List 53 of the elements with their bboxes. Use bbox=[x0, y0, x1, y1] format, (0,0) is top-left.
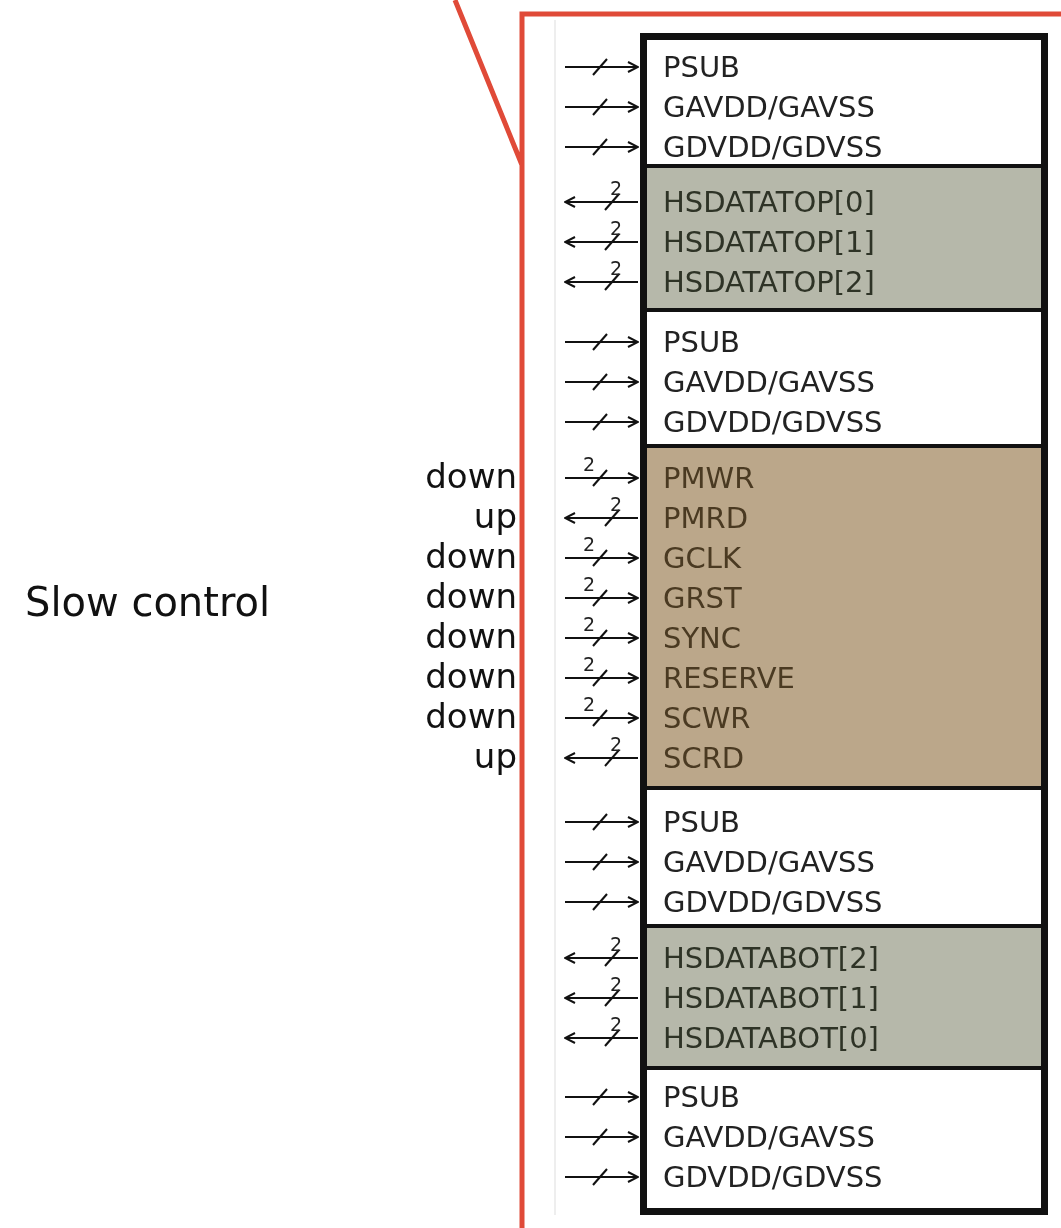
pin-name: PSUB bbox=[663, 49, 741, 85]
pin-name: HSDATATOP[2] bbox=[663, 264, 875, 300]
pin-name: SCWR bbox=[663, 700, 751, 736]
pin-name: GAVDD/GAVSS bbox=[663, 1119, 875, 1155]
bus-width-label: 2 bbox=[610, 934, 623, 954]
bus-width-label: 2 bbox=[610, 734, 623, 754]
pin-name: SYNC bbox=[663, 620, 742, 656]
pin-name: HSDATATOP[1] bbox=[663, 224, 875, 260]
pin-name: PSUB bbox=[663, 1079, 741, 1115]
signal-direction-label: down bbox=[425, 577, 517, 615]
pin-group-band bbox=[647, 928, 1041, 1070]
signal-direction-label: down bbox=[425, 537, 517, 575]
signal-direction-label: down bbox=[425, 457, 517, 495]
signal-direction-label: down bbox=[425, 657, 517, 695]
pin-name: GDVDD/GDVSS bbox=[663, 129, 883, 165]
bus-width-label: 2 bbox=[610, 494, 623, 514]
pin-name: HSDATABOT[2] bbox=[663, 940, 879, 976]
pin-name: HSDATATOP[0] bbox=[663, 184, 875, 220]
pin-name: GDVDD/GDVSS bbox=[663, 1159, 883, 1195]
chip-outline bbox=[640, 33, 1048, 1215]
pin-name: GCLK bbox=[663, 540, 741, 576]
pin-name: PSUB bbox=[663, 804, 741, 840]
pin-name: GDVDD/GDVSS bbox=[663, 884, 883, 920]
pin-name: RESERVE bbox=[663, 660, 795, 696]
bus-width-label: 2 bbox=[583, 614, 596, 634]
bus-width-label: 2 bbox=[610, 974, 623, 994]
bus-width-label: 2 bbox=[583, 454, 596, 474]
signal-direction-label: down bbox=[425, 617, 517, 655]
pin-name: GAVDD/GAVSS bbox=[663, 364, 875, 400]
pin-name: SCRD bbox=[663, 740, 745, 776]
signal-direction-label: up bbox=[473, 737, 517, 775]
pin-name: HSDATABOT[0] bbox=[663, 1020, 879, 1056]
bus-width-label: 2 bbox=[583, 574, 596, 594]
bus-width-label: 2 bbox=[583, 654, 596, 674]
pin-name: GAVDD/GAVSS bbox=[663, 89, 875, 125]
pin-name: GAVDD/GAVSS bbox=[663, 844, 875, 880]
pin-name: PMRD bbox=[663, 500, 748, 536]
signal-direction-label: up bbox=[473, 497, 517, 535]
bus-width-label: 2 bbox=[583, 694, 596, 714]
pin-group-band bbox=[647, 168, 1041, 312]
pin-name: GRST bbox=[663, 580, 742, 616]
pin-name: HSDATABOT[1] bbox=[663, 980, 879, 1016]
pin-group-band bbox=[647, 448, 1041, 790]
signal-direction-label: down bbox=[425, 697, 517, 735]
bus-width-label: 2 bbox=[610, 1014, 623, 1034]
pin-name: GDVDD/GDVSS bbox=[663, 404, 883, 440]
bus-width-label: 2 bbox=[583, 534, 596, 554]
bus-width-label: 2 bbox=[610, 218, 623, 238]
pin-name: PSUB bbox=[663, 324, 741, 360]
bus-width-label: 2 bbox=[610, 258, 623, 278]
pin-name: PMWR bbox=[663, 460, 755, 496]
bus-width-label: 2 bbox=[610, 178, 623, 198]
group-label: Slow control bbox=[25, 580, 271, 624]
